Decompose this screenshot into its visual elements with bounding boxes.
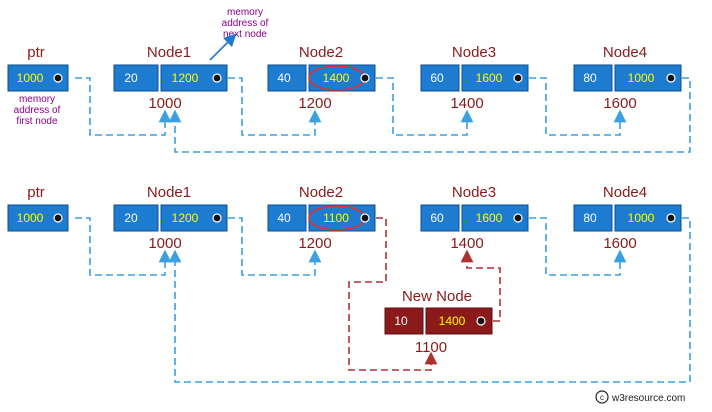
top-node4-data: 80	[583, 71, 597, 85]
bottom-link-node3-node4	[529, 217, 627, 276]
bottom-list: ptr 1000 Node1 20 1200 1000 Node2 40 110…	[7, 184, 691, 383]
bottom-node4-next: 1000	[628, 211, 655, 225]
note-first-line3: first node	[16, 116, 58, 127]
new-node-next: 1400	[439, 314, 466, 328]
note-next-line3: next node	[223, 29, 267, 40]
top-node3-data: 60	[430, 71, 444, 85]
top-link-node3-node4	[529, 77, 627, 136]
top-node4-next: 1000	[628, 71, 655, 85]
top-node4-data-box	[573, 64, 613, 92]
bottom-node2: Node2 40 1100 1200	[267, 184, 376, 252]
new-node: New Node 10 1400 1100	[384, 288, 493, 356]
top-link-ptr-node1	[75, 77, 172, 136]
top-node1-dot	[212, 73, 222, 83]
watermark-text: w3resource.com	[611, 393, 685, 404]
top-node1-next: 1200	[172, 71, 199, 85]
top-list: ptr 1000 memory address of first node me…	[7, 7, 691, 153]
top-node2-title: Node2	[299, 44, 343, 61]
bottom-node4-title: Node4	[603, 184, 647, 201]
top-node4-title: Node4	[603, 44, 647, 61]
new-node-data: 10	[394, 314, 408, 328]
top-node3-data-box	[420, 64, 460, 92]
bottom-node2-data-box	[267, 204, 307, 232]
top-node3-next: 1600	[476, 71, 503, 85]
bottom-node2-next: 1100	[323, 211, 349, 225]
new-node-data-box	[384, 307, 424, 335]
new-node-addr: 1100	[415, 339, 447, 356]
bottom-node2-addr: 1200	[298, 235, 331, 252]
top-node2-dot	[360, 73, 370, 83]
note-first-line1: memory	[19, 94, 55, 105]
top-node1-data-box	[113, 64, 159, 92]
top-node2-data-box	[267, 64, 307, 92]
bottom-node4: Node4 80 1000 1600	[573, 184, 682, 252]
top-node2: Node2 40 1400 1200	[267, 44, 376, 112]
bottom-connectors	[75, 217, 691, 383]
note-first-line2: address of	[14, 105, 61, 116]
top-ptr-label: ptr	[27, 44, 45, 61]
bottom-node3-addr: 1400	[450, 235, 483, 252]
top-connectors	[75, 77, 691, 153]
bottom-node3-data: 60	[430, 211, 444, 225]
note-next-line2: address of	[222, 18, 269, 29]
top-node1-data: 20	[124, 71, 138, 85]
top-node1: Node1 20 1200 1000	[113, 44, 228, 112]
top-link-node1-node2	[228, 77, 322, 136]
top-ptr-value: 1000	[17, 71, 44, 85]
bottom-node1-data-box	[113, 204, 159, 232]
link-node2-newnode	[348, 217, 438, 371]
bottom-node3: Node3 60 1600 1400	[420, 184, 529, 252]
top-node4-addr: 1600	[603, 95, 636, 112]
note-next-line1: memory	[227, 7, 263, 18]
bottom-node1-data: 20	[124, 211, 138, 225]
bottom-ptr-label: ptr	[27, 184, 45, 201]
top-node3-title: Node3	[452, 44, 496, 61]
new-node-dot	[476, 316, 486, 326]
bottom-ptr-dot	[53, 213, 63, 223]
bottom-link-node4-node1	[168, 217, 691, 383]
top-node4-dot	[666, 73, 676, 83]
top-node2-next: 1400	[323, 71, 350, 85]
bottom-node3-data-box	[420, 204, 460, 232]
bottom-node4-data: 80	[583, 211, 597, 225]
copyright-icon	[595, 390, 609, 404]
watermark: c w3resource.com	[595, 390, 685, 404]
copyright-icon-glyph: c	[600, 393, 604, 402]
top-node3-dot	[513, 73, 523, 83]
bottom-node4-dot	[666, 213, 676, 223]
top-node1-title: Node1	[147, 44, 191, 61]
link-newnode-node3	[460, 249, 501, 322]
top-node3: Node3 60 1600 1400	[420, 44, 529, 112]
bottom-node1-title: Node1	[147, 184, 191, 201]
note-next-arrow	[209, 33, 237, 61]
new-node-connectors	[348, 217, 501, 371]
bottom-node1-dot	[212, 213, 222, 223]
bottom-node3-next: 1600	[476, 211, 503, 225]
top-node2-data: 40	[277, 71, 291, 85]
new-node-title: New Node	[402, 288, 472, 305]
bottom-node2-title: Node2	[299, 184, 343, 201]
bottom-node3-dot	[513, 213, 523, 223]
bottom-link-node1-node2	[228, 217, 322, 276]
top-node4: Node4 80 1000 1600	[573, 44, 682, 112]
top-link-node2-node3	[376, 77, 474, 136]
top-node2-addr: 1200	[298, 95, 331, 112]
top-node3-addr: 1400	[450, 95, 483, 112]
bottom-node2-dot	[360, 213, 370, 223]
bottom-node1: Node1 20 1200 1000	[113, 184, 228, 252]
top-ptr-dot	[53, 73, 63, 83]
bottom-link-ptr-node1	[75, 217, 172, 276]
bottom-node1-addr: 1000	[148, 235, 181, 252]
bottom-node2-data: 40	[277, 211, 291, 225]
bottom-node1-next: 1200	[172, 211, 199, 225]
bottom-node4-data-box	[573, 204, 613, 232]
top-node1-addr: 1000	[148, 95, 181, 112]
bottom-node4-addr: 1600	[603, 235, 636, 252]
top-link-node4-node1	[168, 77, 691, 153]
bottom-node3-title: Node3	[452, 184, 496, 201]
bottom-ptr-value: 1000	[17, 211, 44, 225]
